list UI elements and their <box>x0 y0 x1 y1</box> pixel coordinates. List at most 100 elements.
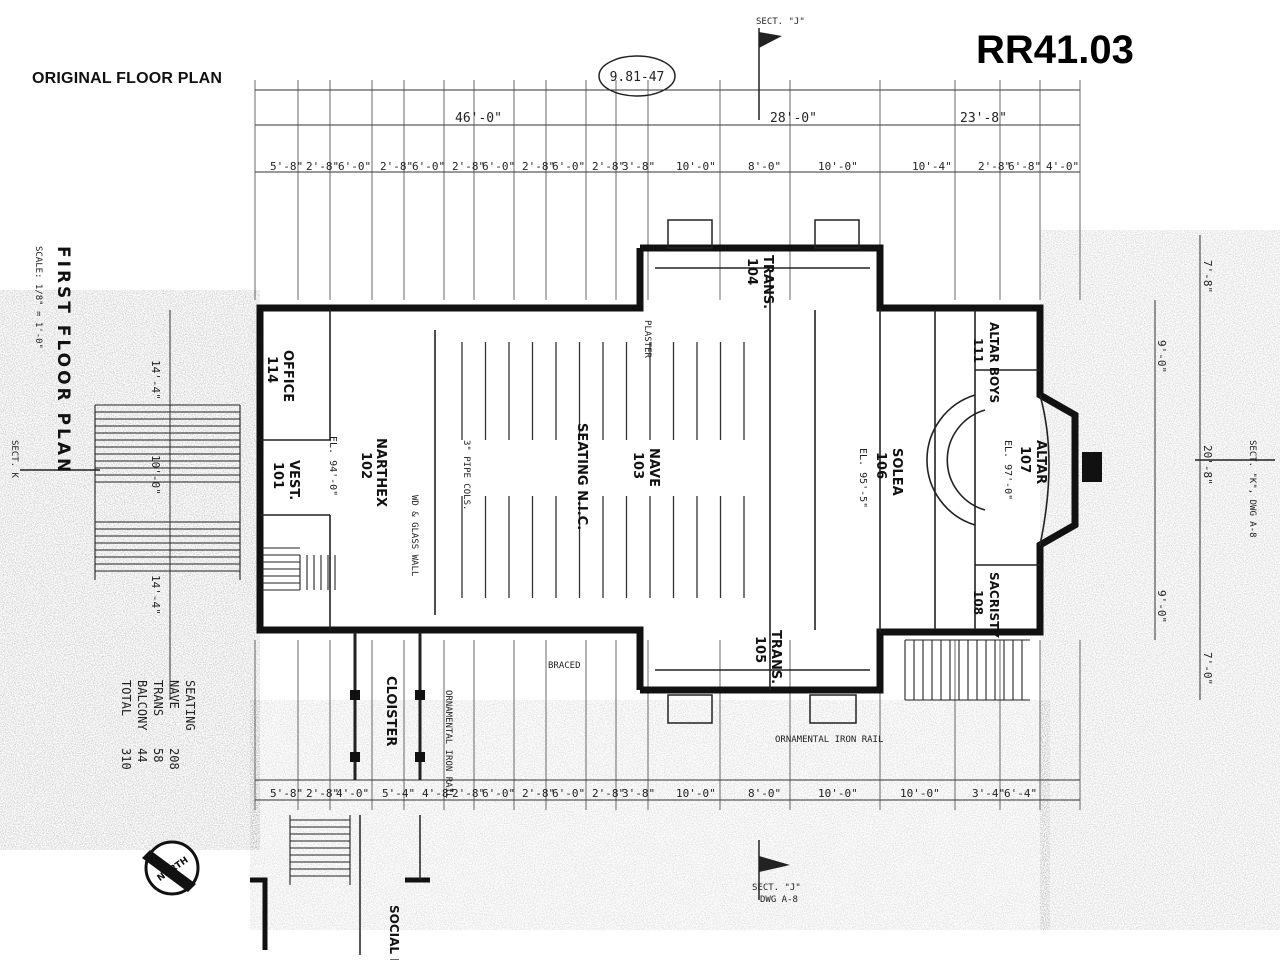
bottom-segment-dims: 5'-8" 2'-8" 4'-0" 5'-4" 4'-8" 2'-8" 6'-0… <box>270 787 1037 800</box>
room-trans-top: TRANS. <box>760 255 775 309</box>
interior-stairs <box>262 547 336 591</box>
seating-row-label: NAVE <box>167 680 181 709</box>
svg-text:2'-8": 2'-8" <box>522 160 555 173</box>
svg-text:4'-8": 4'-8" <box>422 787 455 800</box>
svg-text:20'-8": 20'-8" <box>1201 445 1214 485</box>
seating-row-label: TOTAL <box>119 680 133 716</box>
room-vest-no: 101 <box>270 462 285 489</box>
room-nave: NAVE <box>646 448 661 487</box>
room-altar-no: 107 <box>1017 446 1032 473</box>
room-seating: SEATING N.I.C. <box>574 423 589 530</box>
room-office: OFFICE <box>280 350 295 402</box>
svg-text:10'-0": 10'-0" <box>676 787 716 800</box>
svg-text:SECT. K: SECT. K <box>9 440 19 479</box>
svg-text:10'-0": 10'-0" <box>818 160 858 173</box>
scale-note: SCALE: 1/8" = 1'-0" <box>33 246 43 349</box>
room-solea: SOLEA <box>889 448 904 496</box>
room-trans-top-no: 104 <box>744 258 759 285</box>
svg-text:5'-8": 5'-8" <box>270 787 303 800</box>
vertical-title: FIRST FLOOR PLAN <box>53 246 73 475</box>
cloister-stairs <box>289 815 351 885</box>
cloister <box>250 632 430 955</box>
note-el-altar: EL. 97'-0" <box>1002 440 1013 500</box>
svg-text:4'-0": 4'-0" <box>1046 160 1079 173</box>
room-altar-boys: ALTAR BOYS <box>987 322 1001 403</box>
room-sacristy: SACRISTY <box>987 572 1001 638</box>
section-mark-bottom: SECT. "J" DWG A-8 <box>752 840 801 905</box>
note-glass-wall: WD & GLASS WALL <box>409 495 419 576</box>
seating-row-value: 58 <box>151 748 165 762</box>
overall-dim-3: 23'-8" <box>960 111 1007 126</box>
drawing-code: RR41.03 <box>976 28 1134 72</box>
svg-text:10'-0": 10'-0" <box>676 160 716 173</box>
room-trans-bottom: TRANS. <box>768 630 783 684</box>
room-cloister: CLOISTER <box>383 676 398 746</box>
seating-row-value: 310 <box>119 748 133 770</box>
room-office-no: 114 <box>264 356 279 383</box>
nave-pews <box>461 342 745 598</box>
svg-text:2'-8": 2'-8" <box>592 160 625 173</box>
top-segment-dims: 5'-8" 2'-8" 6'-0" 2'-8" 6'-0" 2'-8" 6'-0… <box>270 160 1079 173</box>
svg-text:3'-8": 3'-8" <box>622 787 655 800</box>
svg-text:10'-0": 10'-0" <box>818 787 858 800</box>
svg-text:SECT. "J": SECT. "J" <box>756 17 805 27</box>
paper-speckle-right <box>1040 230 1280 930</box>
building-walls <box>256 244 1079 694</box>
svg-text:DWG A-8: DWG A-8 <box>760 895 798 905</box>
seating-row-label: TRANS <box>151 680 165 716</box>
svg-text:8'-0": 8'-0" <box>748 787 781 800</box>
exterior-stairs <box>94 404 241 580</box>
seating-row-value: 44 <box>135 748 149 762</box>
section-mark-left: SECT. K <box>9 440 100 479</box>
svg-text:2'-8": 2'-8" <box>452 160 485 173</box>
section-mark-right: SECT. "K", DWG A-8 <box>1195 440 1275 538</box>
note-plaster: PLASTER <box>642 320 652 359</box>
left-dims: 14'-4" 10'-0" 14'-4" <box>149 310 171 700</box>
note-orn-rail: ORNAMENTAL IRON RAIL <box>775 735 883 745</box>
room-narthex: NARTHEX <box>373 438 388 507</box>
room-narthex-no: 102 <box>358 452 373 479</box>
svg-text:6'-0": 6'-0" <box>482 160 515 173</box>
svg-text:9'-0": 9'-0" <box>1155 340 1168 373</box>
north-arrow: NORTH <box>142 840 200 896</box>
overall-dim-2: 28'-0" <box>770 111 817 126</box>
room-nave-no: 103 <box>630 452 645 479</box>
seating-heading: SEATING <box>183 680 197 731</box>
svg-text:5'-4": 5'-4" <box>382 787 415 800</box>
svg-text:9'-0": 9'-0" <box>1155 590 1168 623</box>
svg-text:6'-4": 6'-4" <box>1004 787 1037 800</box>
top-dimension-lines <box>255 89 1080 801</box>
svg-text:7'-0": 7'-0" <box>1201 652 1214 685</box>
svg-text:7'-8": 7'-8" <box>1201 260 1214 293</box>
svg-text:6'-0": 6'-0" <box>552 787 585 800</box>
svg-text:4'-0": 4'-0" <box>336 787 369 800</box>
svg-text:6'-0": 6'-0" <box>482 787 515 800</box>
east-stairs <box>904 639 1030 701</box>
transept-bays <box>667 219 860 724</box>
grid-ticks <box>254 80 1081 810</box>
svg-text:2'-8": 2'-8" <box>452 787 485 800</box>
section-mark-top: SECT. "J" <box>756 17 805 120</box>
room-sacristy-no: 108 <box>971 590 985 615</box>
svg-text:14'-4": 14'-4" <box>149 360 162 400</box>
svg-text:3'-8": 3'-8" <box>622 160 655 173</box>
room-trans-bottom-no: 105 <box>752 636 767 663</box>
paper-speckle-left <box>0 290 260 850</box>
svg-text:2'-8": 2'-8" <box>380 160 413 173</box>
right-dims: 7'-8" 9'-0" 20'-8" 9'-0" 7'-0" <box>1154 235 1214 700</box>
paper-speckle-bottom <box>250 700 1050 930</box>
svg-text:2'-8": 2'-8" <box>522 787 555 800</box>
note-el-narthex: EL. 94'-0" <box>327 436 338 496</box>
svg-text:10'-0": 10'-0" <box>900 787 940 800</box>
plan-heading: ORIGINAL FLOOR PLAN <box>32 70 223 87</box>
room-altar: ALTAR <box>1033 440 1048 484</box>
svg-text:2'-8": 2'-8" <box>978 160 1011 173</box>
svg-text:5'-8": 5'-8" <box>270 160 303 173</box>
svg-text:6'-0": 6'-0" <box>338 160 371 173</box>
svg-text:8'-0": 8'-0" <box>748 160 781 173</box>
seating-table: SEATING NAVE 208 TRANS 58 BALCONY 44 TOT… <box>119 680 197 770</box>
note-orn-rail-2: ORNAMENTAL IRON RAIL <box>443 690 453 798</box>
top-circle-dim: 9.81-47 <box>610 70 665 85</box>
svg-text:6'-0": 6'-0" <box>552 160 585 173</box>
